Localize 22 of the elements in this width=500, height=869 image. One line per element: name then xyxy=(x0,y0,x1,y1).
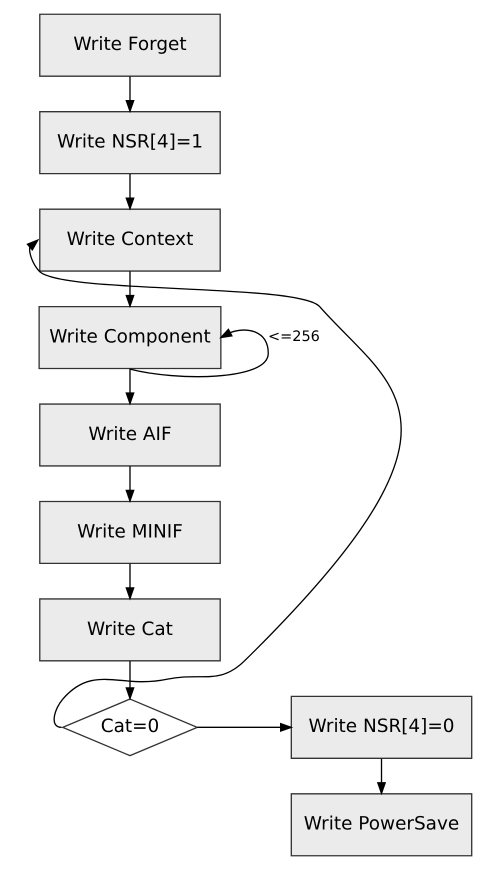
arrow xyxy=(26,238,401,728)
node-box: Write AIF xyxy=(38,402,220,466)
edge-label: <=256 xyxy=(268,328,320,345)
arrow xyxy=(124,466,134,502)
node-box: Write Component xyxy=(38,305,221,369)
node-box: Write Cat xyxy=(38,598,220,661)
node-diamond: Cat=0 xyxy=(60,698,198,756)
node-box: Write Context xyxy=(38,208,220,272)
arrow xyxy=(124,660,134,700)
arrow xyxy=(124,563,134,600)
arrow xyxy=(124,76,134,113)
node-box: Write NSR[4]=0 xyxy=(290,695,472,758)
node-box: Write Forget xyxy=(38,13,220,76)
arrow xyxy=(124,173,134,210)
arrow xyxy=(129,328,268,377)
node-box: Write NSR[4]=1 xyxy=(38,110,220,174)
arrow xyxy=(196,722,293,732)
arrow xyxy=(124,270,134,308)
arrow xyxy=(124,368,134,406)
arrow xyxy=(376,758,386,795)
node-box: Write PowerSave xyxy=(290,792,472,856)
node-box: Write MINIF xyxy=(38,500,220,564)
